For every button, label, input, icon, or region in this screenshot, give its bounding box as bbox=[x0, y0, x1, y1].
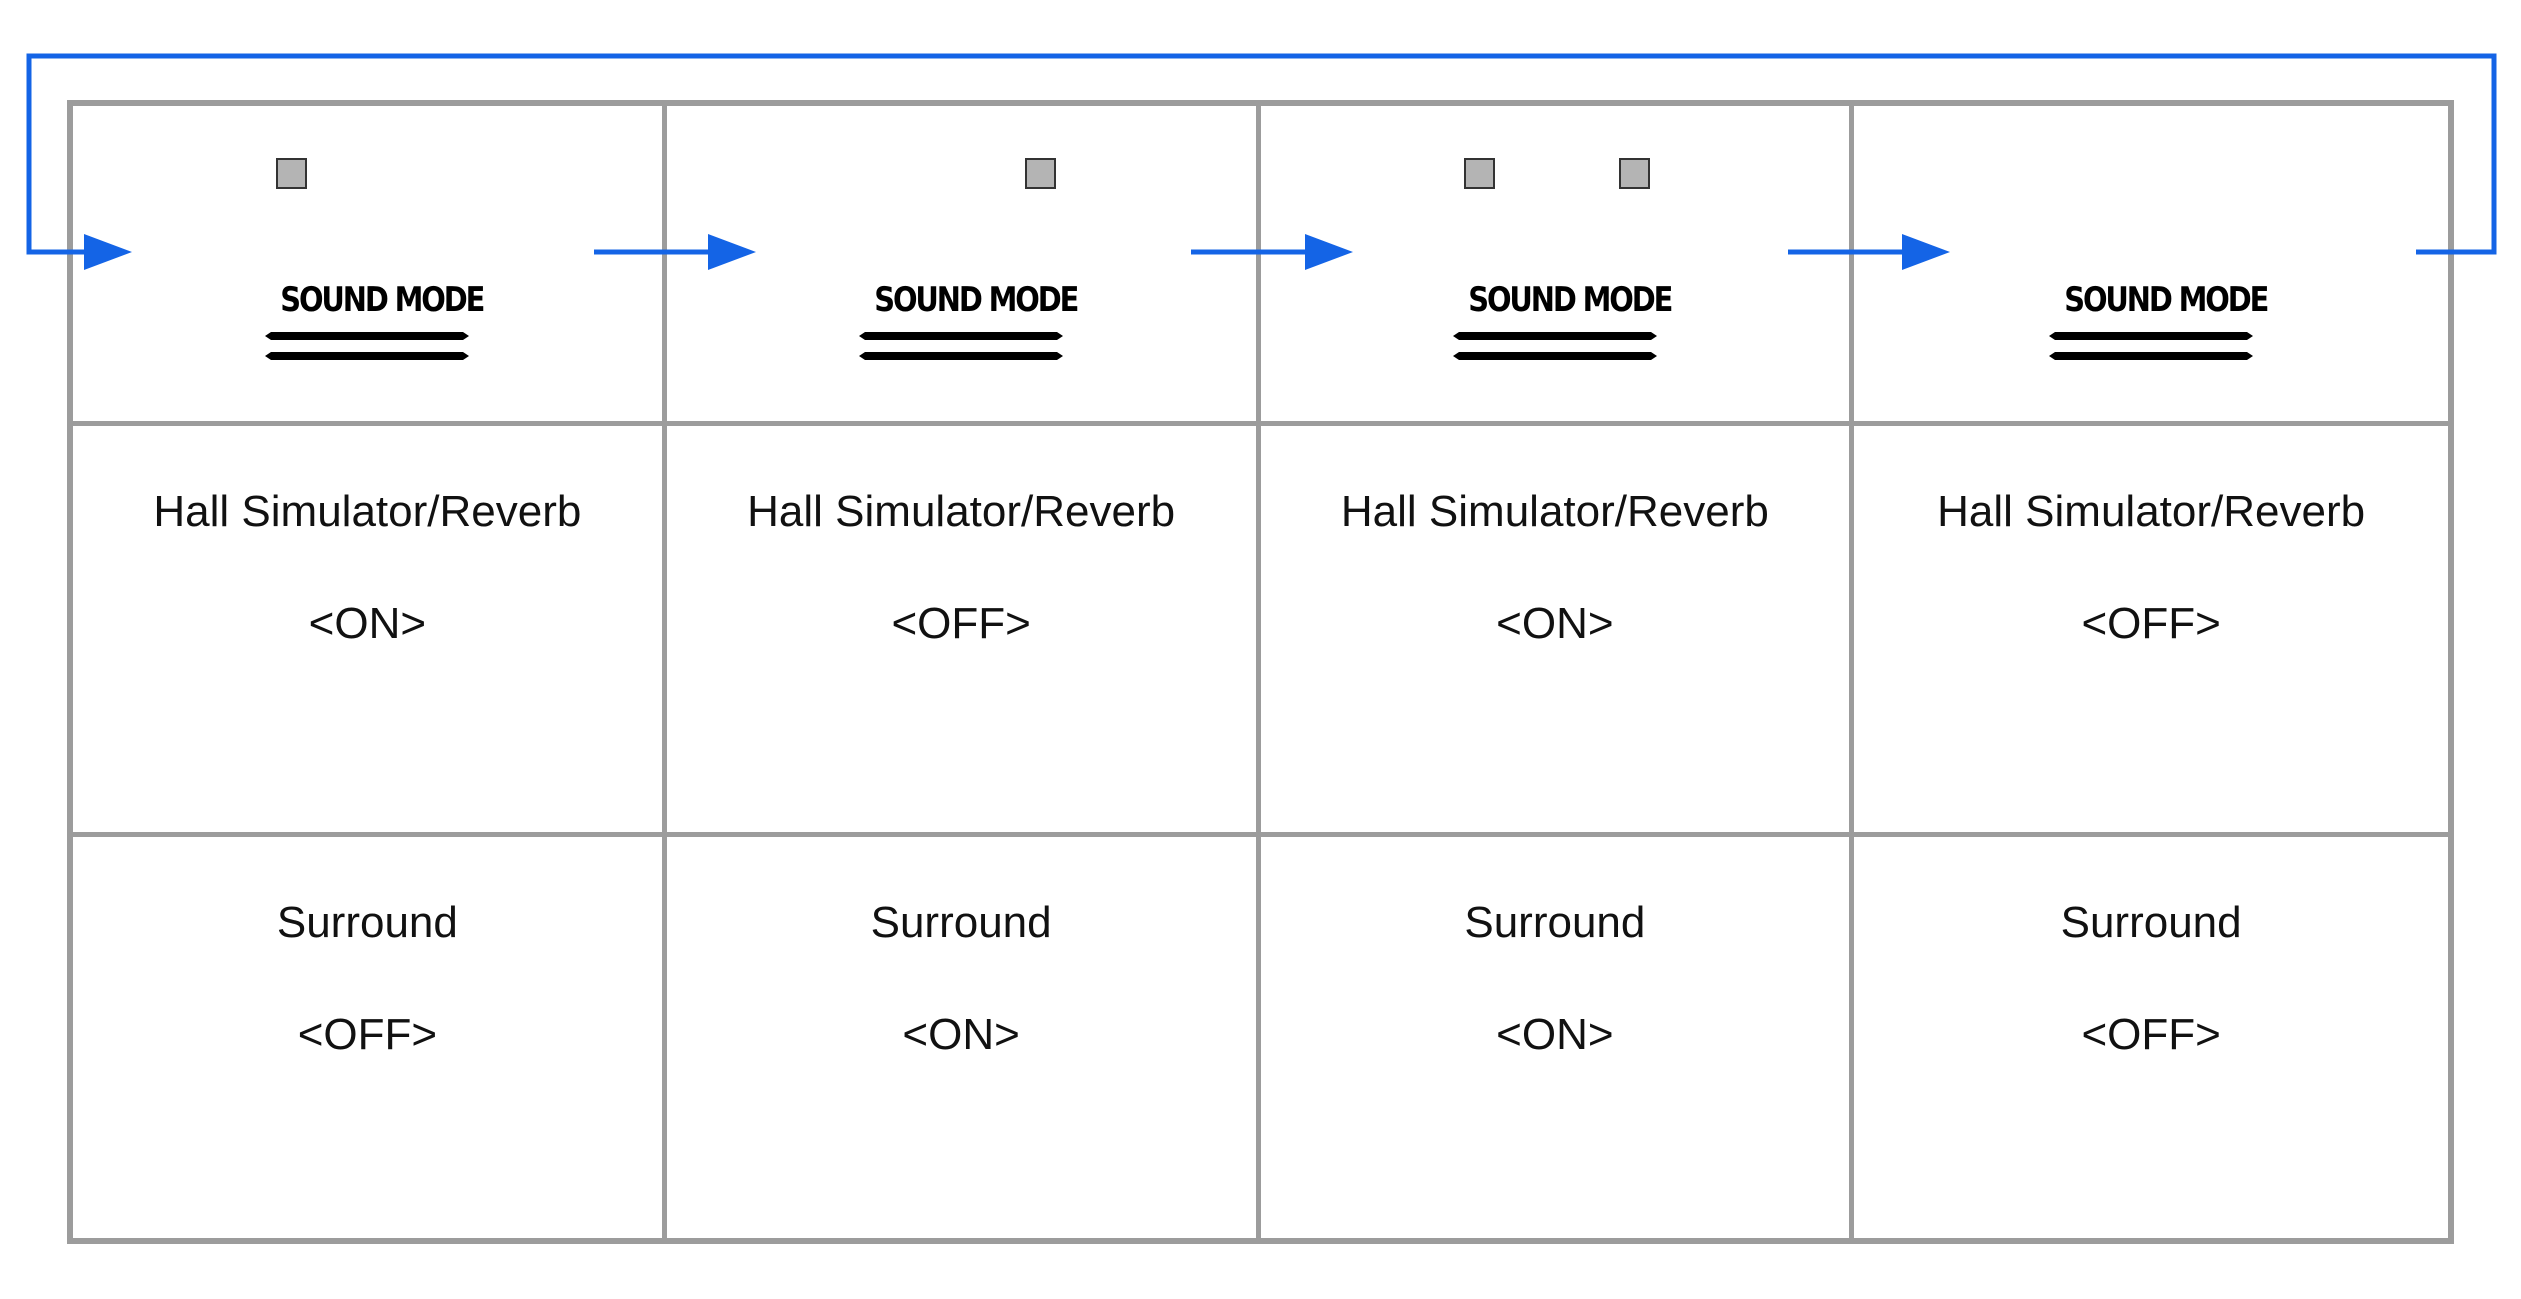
hall-setting-value: <OFF> bbox=[2081, 599, 2221, 648]
hall-setting-label: Hall Simulator/Reverb bbox=[747, 487, 1176, 536]
mode-cell-1: SOUND MODE bbox=[73, 106, 667, 426]
mode-cell-2: SOUND MODE bbox=[666, 106, 1261, 426]
mode-cell-4: SOUND MODE bbox=[1854, 106, 2448, 426]
hall-setting-label: Hall Simulator/Reverb bbox=[153, 487, 582, 536]
surround-setting-value: <OFF> bbox=[2081, 1010, 2221, 1059]
indicator-row bbox=[73, 158, 662, 192]
sound-mode-label: SOUND MODE bbox=[1468, 280, 1673, 320]
sound-mode-bars-icon bbox=[2049, 332, 2254, 360]
hall-cell-3: Hall Simulator/Reverb <ON> bbox=[1260, 426, 1855, 837]
sound-mode-button[interactable]: SOUND MODE bbox=[1452, 280, 1673, 364]
mode-table: SOUND MODE SOUND MODE bbox=[67, 100, 2454, 1244]
indicator-lamp-left-lit bbox=[1463, 158, 1495, 189]
hall-cell-4: Hall Simulator/Reverb <OFF> bbox=[1854, 426, 2448, 837]
mode-cell-3: SOUND MODE bbox=[1260, 106, 1855, 426]
surround-setting-label: Surround bbox=[870, 898, 1052, 947]
surround-setting-label: Surround bbox=[2060, 898, 2242, 947]
sound-mode-label: SOUND MODE bbox=[2064, 280, 2269, 320]
surround-cell-3: Surround <ON> bbox=[1261, 837, 1855, 1238]
sound-mode-button[interactable]: SOUND MODE bbox=[859, 280, 1079, 364]
sound-mode-bars-icon bbox=[859, 332, 1064, 360]
indicator-lamp-left-lit bbox=[276, 158, 307, 189]
indicator-row bbox=[667, 158, 1256, 192]
surround-cell-2: Surround <ON> bbox=[667, 837, 1261, 1238]
hall-setting-label: Hall Simulator/Reverb bbox=[1340, 487, 1769, 536]
indicator-row bbox=[1261, 158, 1850, 192]
sound-mode-button[interactable]: SOUND MODE bbox=[2049, 280, 2269, 364]
indicator-lamp-right-lit bbox=[1024, 158, 1056, 189]
indicator-row bbox=[1854, 158, 2448, 192]
surround-setting-value: <OFF> bbox=[297, 1010, 438, 1059]
hall-setting-value: <OFF> bbox=[891, 599, 1031, 648]
sound-mode-button[interactable]: SOUND MODE bbox=[265, 280, 486, 364]
sound-mode-label: SOUND MODE bbox=[280, 280, 486, 320]
sound-mode-bars-icon bbox=[1452, 332, 1657, 360]
surround-cell-4: Surround <OFF> bbox=[1854, 837, 2448, 1238]
surround-setting-label: Surround bbox=[276, 898, 458, 947]
sound-mode-bars-icon bbox=[265, 332, 470, 360]
surround-setting-value: <ON> bbox=[902, 1010, 1020, 1059]
surround-cell-1: Surround <OFF> bbox=[73, 837, 667, 1238]
hall-setting-value: <ON> bbox=[308, 599, 427, 648]
hall-setting-label: Hall Simulator/Reverb bbox=[1937, 487, 2366, 536]
surround-setting-value: <ON> bbox=[1496, 1010, 1614, 1059]
hall-cell-1: Hall Simulator/Reverb <ON> bbox=[73, 426, 667, 837]
surround-setting-label: Surround bbox=[1464, 898, 1646, 947]
hall-setting-value: <ON> bbox=[1496, 599, 1614, 648]
hall-cell-2: Hall Simulator/Reverb <OFF> bbox=[666, 426, 1261, 837]
indicator-lamp-right-lit bbox=[1618, 158, 1650, 189]
sound-mode-label: SOUND MODE bbox=[874, 280, 1079, 320]
